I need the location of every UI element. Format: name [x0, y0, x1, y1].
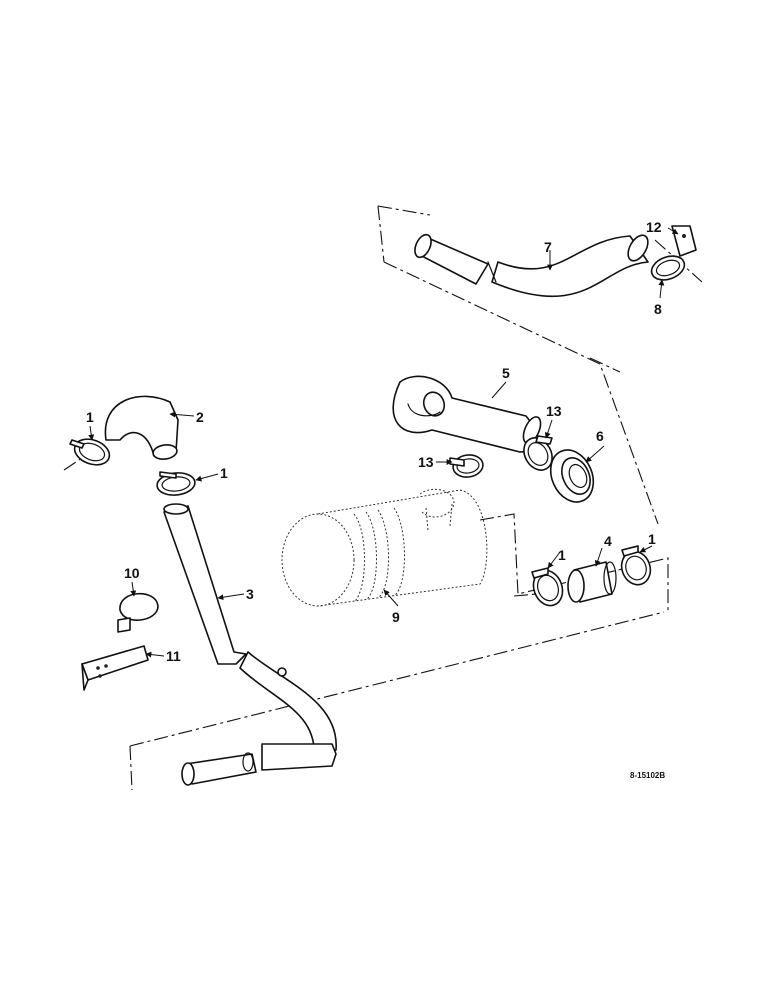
clamp-part-1-b	[156, 471, 196, 496]
air-cleaner-part-9	[281, 488, 488, 607]
clamp-part-1-d	[620, 545, 652, 586]
callout-1-b: 1	[220, 465, 228, 481]
callout-3: 3	[246, 586, 254, 602]
callout-9: 9	[392, 609, 400, 625]
clamp-part-1-a	[69, 438, 111, 466]
clamp-part-10	[117, 592, 159, 633]
callout-5: 5	[502, 365, 510, 381]
bracket-part-11	[81, 645, 149, 691]
drawing-code: 8-15102B	[630, 771, 665, 780]
callout-4: 4	[604, 533, 612, 549]
clamp-part-1-c	[531, 567, 564, 607]
callout-2: 2	[196, 409, 204, 425]
callout-13-a: 13	[546, 403, 562, 419]
assembly-frame-lower	[63, 457, 669, 791]
callout-10: 10	[124, 565, 140, 581]
callout-6: 6	[596, 428, 604, 444]
pipe-part-7	[414, 233, 649, 298]
callout-12: 12	[646, 219, 662, 235]
callouts: 1 2 1 3 10 11 5 13 13 6 9 4 1 1 7 12 8	[86, 219, 662, 664]
bracket-part-12	[671, 225, 697, 257]
clamp-part-8	[650, 255, 686, 281]
callout-1-c: 1	[558, 547, 566, 563]
callout-1-d: 1	[648, 531, 656, 547]
leader-lines	[88, 227, 679, 658]
sleeve-part-4	[567, 561, 617, 603]
clamp-part-13-b	[449, 454, 484, 478]
callout-7: 7	[544, 239, 552, 255]
elbow-part-2	[104, 395, 179, 460]
callout-11: 11	[166, 648, 181, 664]
callout-13-b: 13	[418, 454, 434, 470]
callout-1-a: 1	[86, 409, 94, 425]
callout-8: 8	[654, 301, 662, 317]
grommet-part-6	[549, 449, 595, 503]
pipe-part-3	[163, 503, 337, 786]
hose-part-5	[392, 375, 542, 453]
